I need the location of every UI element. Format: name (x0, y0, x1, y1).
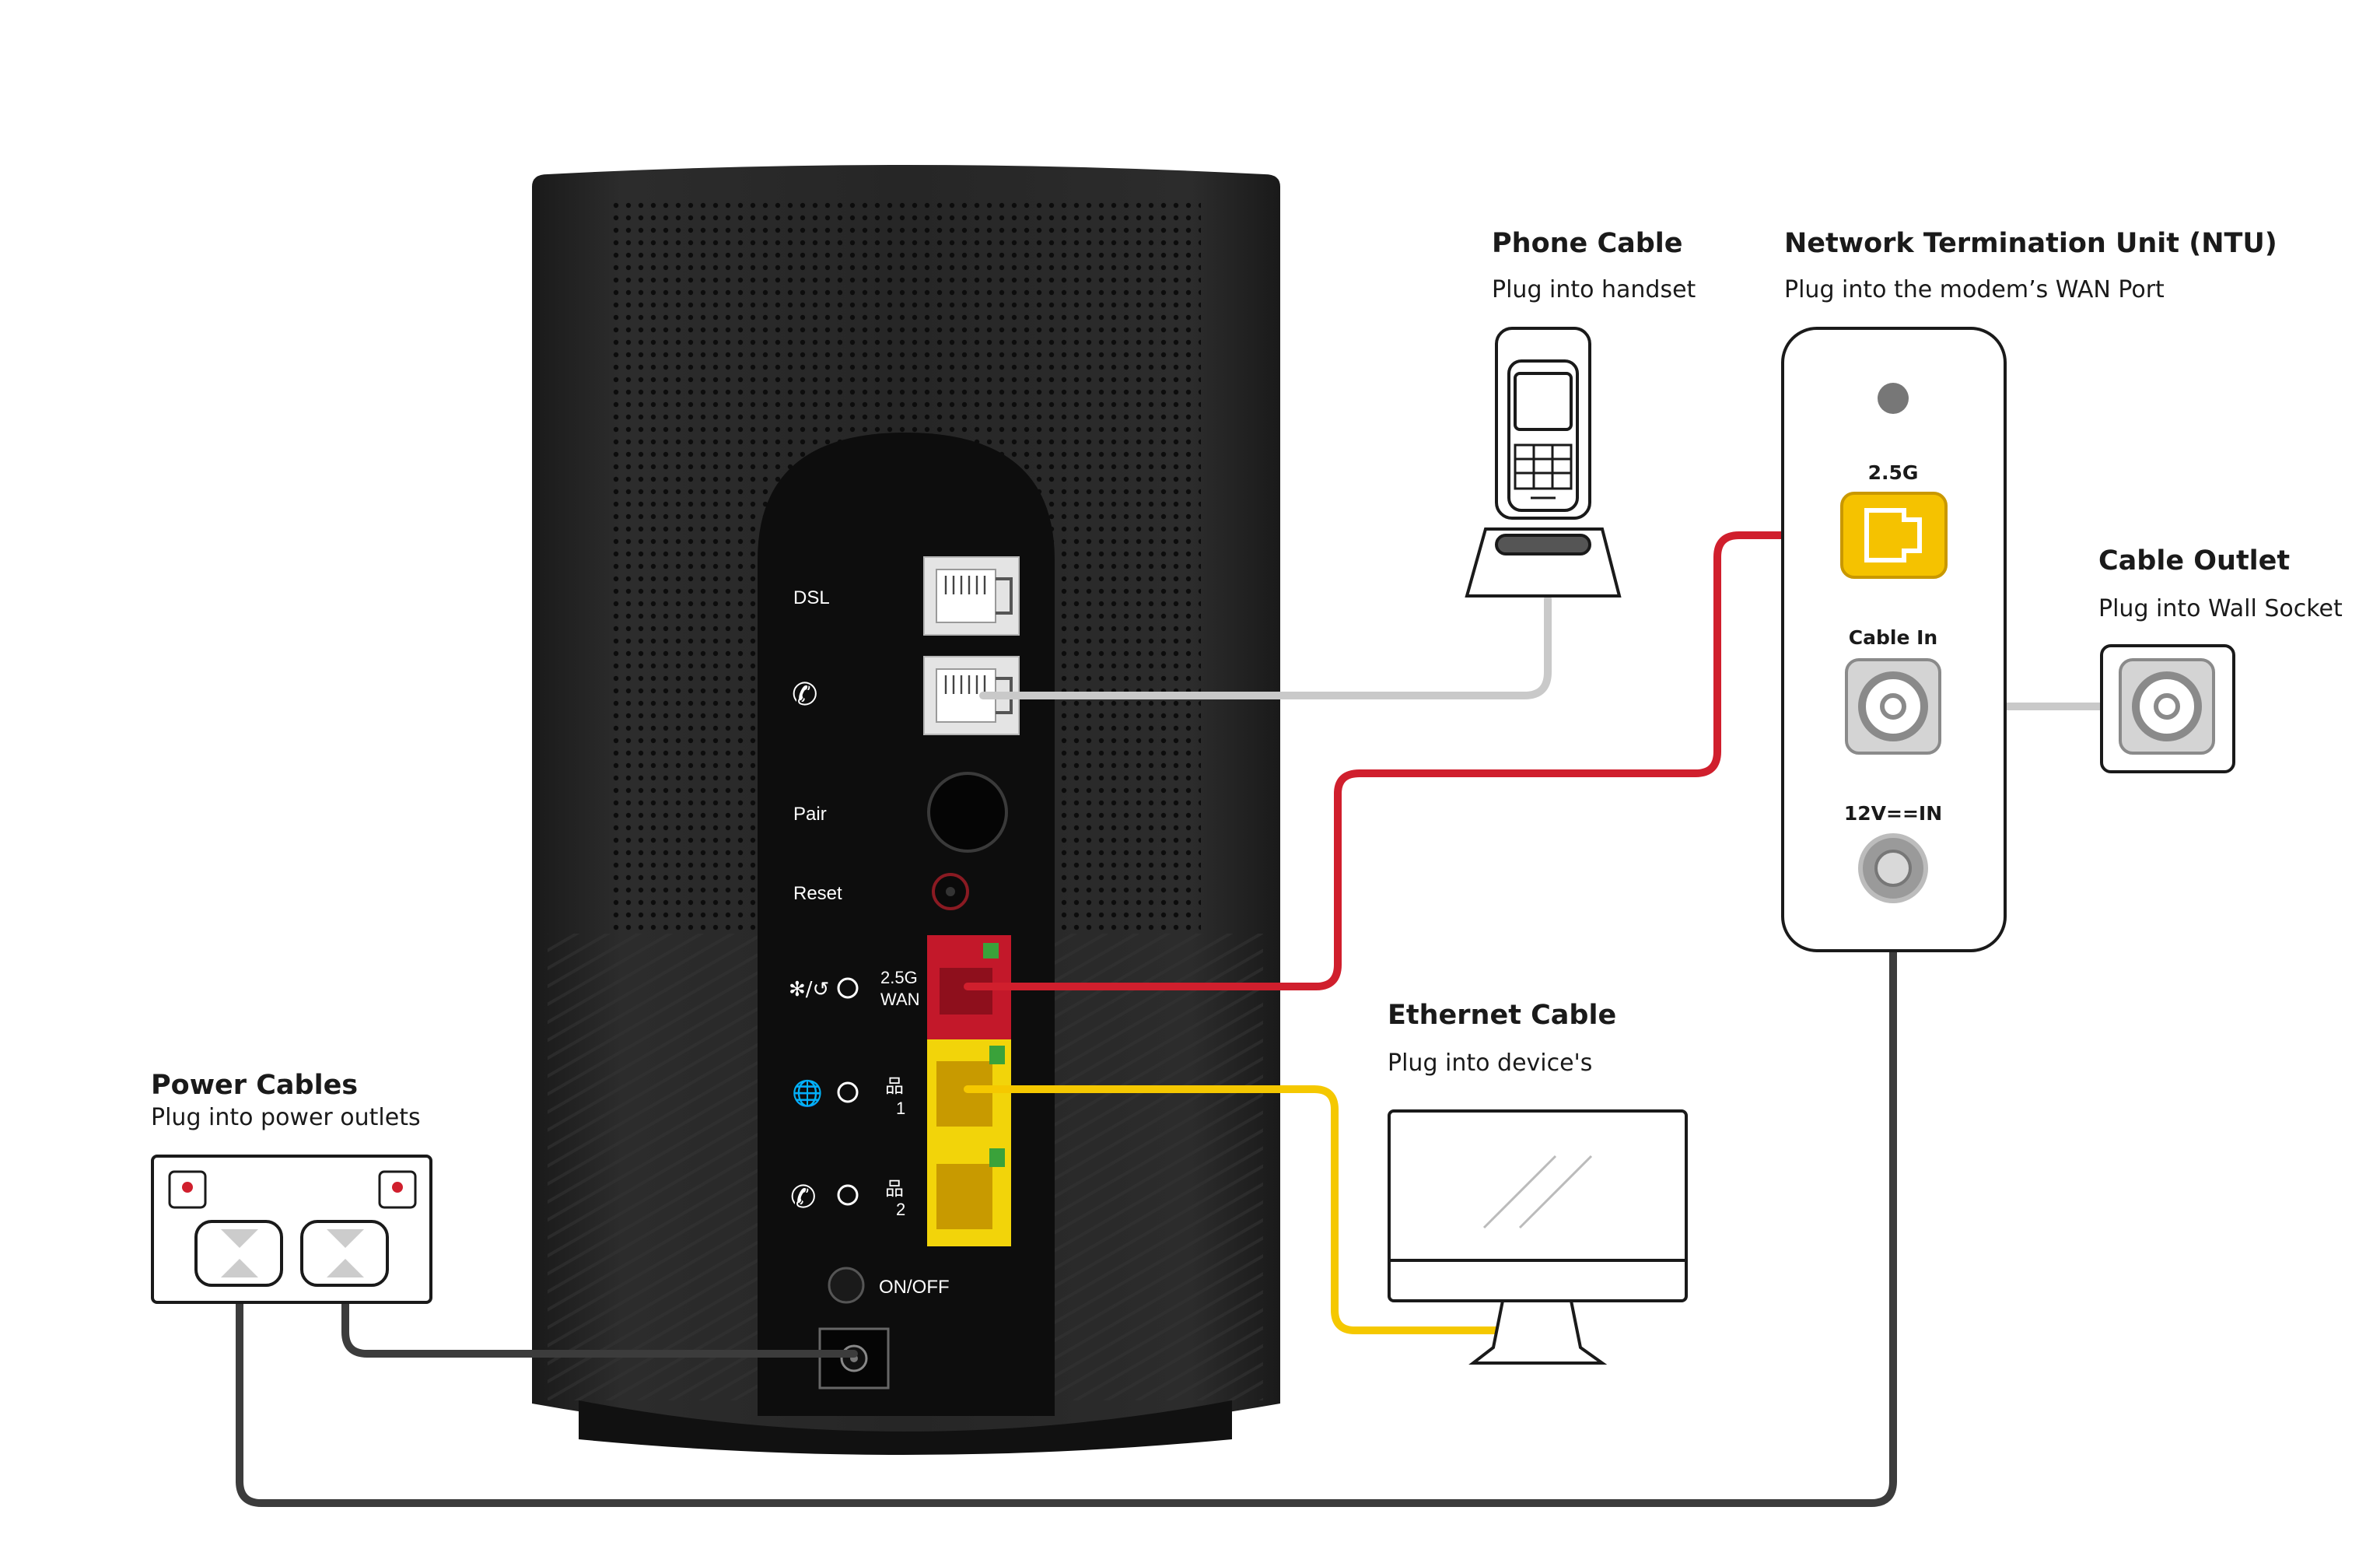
phone-icon: ✆ (792, 677, 818, 713)
wan-port[interactable] (927, 935, 1011, 1039)
ntu-power-port[interactable] (1858, 833, 1928, 903)
dsl-port[interactable] (923, 556, 1020, 636)
pair-label: Pair (793, 804, 827, 825)
phone-cable (979, 595, 1552, 699)
ntu-2-5g-port[interactable] (1840, 492, 1948, 579)
computer-monitor-icon (1388, 1109, 1688, 1365)
modem: DSL ✆ Pair Reset ✻/↺ 2.5G WAN 🌐 (532, 165, 1280, 1455)
reset-hole (946, 887, 955, 896)
wan-label: WAN (880, 990, 920, 1009)
pair-button[interactable] (927, 772, 1008, 853)
wan-speed-label: 2.5G (880, 968, 918, 987)
phone-led (837, 1184, 859, 1206)
power-cables-title: Power Cables (151, 1070, 358, 1101)
cable-outlet[interactable] (2100, 644, 2235, 773)
lan-ports[interactable] (927, 1039, 1011, 1246)
wifi-wps-icon: ✻/↺ (789, 978, 829, 1001)
dsl-label: DSL (793, 587, 830, 608)
ntu-2-5g-label: 2.5G (1868, 461, 1919, 484)
cable-in-port[interactable] (1845, 658, 1941, 755)
dc-power-port[interactable] (818, 1327, 890, 1390)
modem-base (579, 1400, 1232, 1455)
ntu-body (1781, 327, 2007, 952)
globe-icon: 🌐 (792, 1078, 823, 1108)
handset-icon: ✆ (790, 1179, 817, 1215)
network-icon-2: 品 (885, 1178, 904, 1200)
internet-led (837, 1081, 859, 1103)
ntu-status-light (1878, 383, 1909, 414)
power-outlet-icon (151, 1155, 432, 1304)
phone-cable-title: Phone Cable (1492, 228, 1683, 259)
ethernet-cable (964, 1085, 1505, 1334)
power-switch[interactable] (828, 1267, 865, 1304)
power-in-label: 12V==IN (1844, 802, 1942, 825)
ethernet-cable-title: Ethernet Cable (1388, 1000, 1616, 1031)
lan2-label: 2 (896, 1200, 905, 1219)
ntu-power-cable (236, 864, 1897, 1507)
ethernet-cable-subtitle: Plug into device's (1388, 1050, 1592, 1077)
cordless-phone (1465, 327, 1622, 598)
lan1-label: 1 (896, 1099, 905, 1118)
ntu: 2.5G Cable In 12V==IN (1781, 327, 2007, 952)
ntu-title: Network Termination Unit (NTU) (1784, 228, 2277, 259)
modem-texture (1014, 934, 1263, 1400)
modem-power-cable (341, 1241, 858, 1358)
modem-texture-left (548, 934, 758, 1400)
wan-led (837, 977, 859, 999)
cable-outlet-title: Cable Outlet (2098, 545, 2290, 576)
on-off-label: ON/OFF (879, 1277, 950, 1298)
wan-cable (964, 531, 1889, 990)
ntu-subtitle: Plug into the modem’s WAN Port (1784, 276, 2165, 303)
power-cables-subtitle: Plug into power outlets (151, 1104, 421, 1131)
cable-outlet-subtitle: Plug into Wall Socket (2098, 595, 2343, 622)
reset-label: Reset (793, 883, 842, 904)
network-icon: 品 (885, 1075, 904, 1097)
cable-in-label: Cable In (1849, 626, 1937, 649)
phone-cable-subtitle: Plug into handset (1492, 276, 1696, 303)
